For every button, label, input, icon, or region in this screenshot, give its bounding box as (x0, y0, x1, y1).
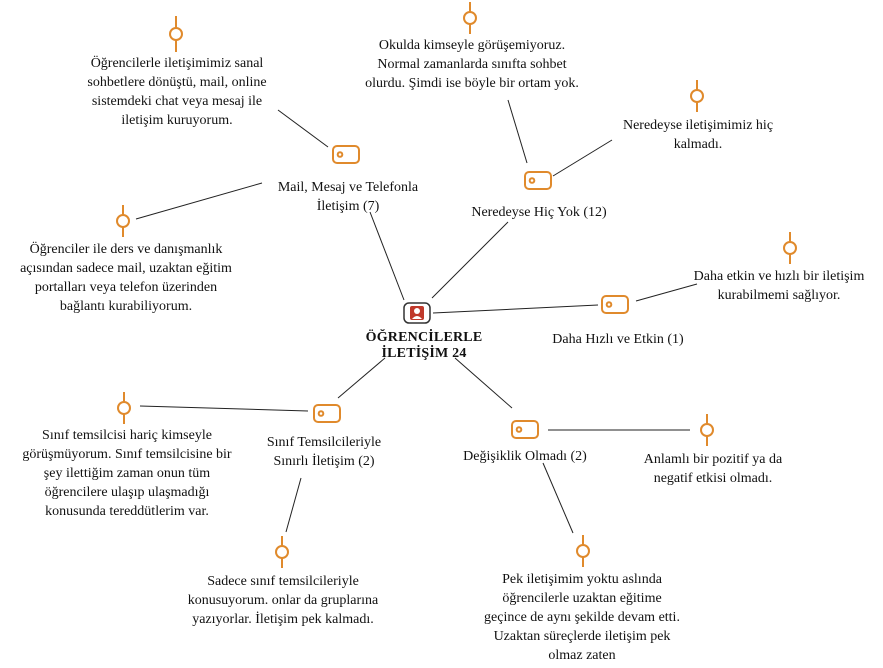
quote-line: Sınıf temsilcisi hariç kimseyle (42, 428, 212, 443)
quote-line: şey ilettiğim zaman onun tüm (43, 466, 211, 481)
quote-pin-icon[interactable] (116, 205, 130, 237)
quote-text-3: Neredeyse iletişimimiz hiç kalmadı. (600, 116, 796, 154)
code-label-degisiklik[interactable]: Değişiklik Olmadı (2) (463, 449, 587, 464)
tag-icon[interactable] (511, 420, 539, 439)
quote-line: Pek iletişimim yoktu aslında (502, 572, 662, 587)
edge-center-hizli (432, 304, 599, 314)
edge-center-degisiklik (454, 357, 513, 409)
quote-line: Öğrencilerle iletişimimiz sanal (90, 56, 264, 71)
quote-line: konusunda tereddütlerim var. (45, 504, 209, 519)
quote-pin-icon[interactable] (117, 392, 131, 424)
edge-sinif-q8 (285, 477, 302, 533)
quote-line: öğrencilere ulaşıp ulaşmadığı (44, 485, 210, 500)
edge-center-mail (369, 211, 405, 301)
quote-line: Uzaktan süreçlerde iletişim pek (493, 629, 671, 644)
center-node-title[interactable]: ÖĞRENCİLERLE İLETİŞİM 24 (365, 330, 483, 361)
edge-center-sinif (337, 357, 386, 399)
quote-text-7: Anlamlı bir pozitif ya da negatif etkisi… (628, 450, 798, 488)
quote-line: Anlamlı bir pozitif ya da (643, 452, 783, 467)
quote-pin-icon[interactable] (690, 80, 704, 112)
tag-icon[interactable] (524, 171, 552, 190)
quote-line: görüşmüyorum. Sınıf temsilcisine bir (22, 447, 232, 462)
quote-line: kurabilmemi sağlıyor. (717, 288, 841, 303)
edge-hic-q3 (552, 139, 613, 177)
quote-text-5: Daha etkin ve hızlı bir iletişim kurabil… (680, 267, 878, 305)
quote-line: olmaz zaten (548, 648, 616, 663)
quote-line: olurdu. Şimdi ise böyle bir ortam yok. (365, 76, 579, 91)
code-label-hic[interactable]: Neredeyse Hiç Yok (12) (471, 205, 607, 220)
quote-line: geçince de aynı şekilde devam etti. (484, 610, 680, 625)
quote-text-8: Sadece sınıf temsilcileriyle konusuyorum… (170, 572, 396, 629)
quote-text-4: Öğrenciler ile ders ve danışmanlık açısı… (4, 240, 248, 316)
edge-mail-q4 (135, 182, 263, 220)
edge-sinif-q6 (139, 405, 309, 412)
code-label-line: Sınırlı İletişim (2) (273, 454, 375, 469)
code-label-hizli[interactable]: Daha Hızlı ve Etkin (1) (552, 332, 684, 347)
quote-line: Sadece sınıf temsilcileriyle (207, 574, 359, 589)
quote-pin-icon[interactable] (275, 536, 289, 568)
edge-center-hic (431, 221, 509, 299)
quote-text-2: Okulda kimseyle görüşemiyoruz. Normal za… (352, 36, 592, 93)
code-label-mail[interactable]: Mail, Mesaj ve Telefonla İletişim (7) (250, 178, 446, 216)
quote-line: Öğrenciler ile ders ve danışmanlık (29, 242, 223, 257)
quote-line: iletişim kuruyorum. (121, 113, 233, 128)
code-label-line: Sınıf Temsilcileriyle (266, 435, 382, 450)
edge-hic-q2 (507, 99, 528, 164)
quote-line: açısından sadece mail, uzaktan eğitim (20, 261, 232, 276)
quote-text-6: Sınıf temsilcisi hariç kimseyle görüşmüy… (14, 426, 240, 521)
code-label-line: Mail, Mesaj ve Telefonla (277, 180, 419, 195)
quote-line: portalları veya telefon üzerinden (34, 280, 218, 295)
quote-line: Neredeyse iletişimimiz hiç (622, 118, 774, 133)
quote-line: bağlantı kurabiliyorum. (59, 299, 193, 314)
quote-line: negatif etkisi olmadı. (653, 471, 773, 486)
quote-text-1: Öğrencilerle iletişimimiz sanal sohbetle… (64, 54, 290, 130)
quote-line: konusuyorum. onlar da gruplarına (187, 593, 379, 608)
code-label-line: İletişim (7) (316, 199, 380, 214)
quote-line: sohbetlere dönüştü, mail, online (87, 75, 267, 90)
tag-icon[interactable] (601, 295, 629, 314)
quote-line: Normal zamanlarda sınıfta sohbet (377, 57, 567, 72)
quote-line: yazıyorlar. İletişim pek kalmadı. (192, 612, 374, 627)
quote-pin-icon[interactable] (576, 535, 590, 567)
quote-line: Okulda kimseyle görüşemiyoruz. (378, 38, 566, 53)
tag-icon[interactable] (332, 145, 360, 164)
quote-pin-icon[interactable] (783, 232, 797, 264)
edge-hizli-q5 (635, 283, 698, 302)
edge-mail-q1 (277, 109, 329, 148)
quote-line: sistemdeki chat veya mesaj ile (91, 94, 263, 109)
quote-text-9: Pek iletişimim yoktu aslında öğrencilerl… (462, 570, 702, 665)
quote-line: kalmadı. (673, 137, 723, 152)
quote-line: öğrencilerle uzaktan eğitime (502, 591, 662, 606)
center-node-icon[interactable] (403, 302, 431, 324)
quote-pin-icon[interactable] (169, 16, 183, 52)
code-label-sinif[interactable]: Sınıf Temsilcileriyle Sınırlı İletişim (… (240, 433, 408, 471)
quote-line: Daha etkin ve hızlı bir iletişim (693, 269, 865, 284)
tag-icon[interactable] (313, 404, 341, 423)
quote-pin-icon[interactable] (463, 2, 477, 34)
quote-pin-icon[interactable] (700, 414, 714, 446)
edge-degisiklik-q9 (542, 462, 574, 534)
